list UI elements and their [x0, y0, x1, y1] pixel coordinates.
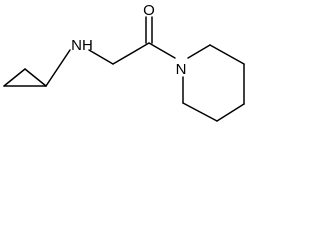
- cyclopropyl-bond-1: [3, 68, 26, 87]
- nh-to-methylene-bond: [88, 49, 114, 65]
- amide-nitrogen-label: N: [176, 61, 187, 78]
- cyclopropyl-ring: [3, 68, 47, 87]
- carbonyl-double-bond: [145, 16, 153, 44]
- amine-nitrogen-label: NH: [71, 37, 93, 54]
- carbonyl-to-n-bond: [148, 42, 176, 59]
- chemical-structure-canvas: O N NH: [0, 0, 255, 132]
- oxygen-atom-label: O: [143, 2, 155, 19]
- chemical-structure-svg: O N NH: [3, 2, 245, 122]
- methylene-to-carbonyl-bond: [112, 42, 150, 65]
- piperidine-ring: [182, 44, 245, 122]
- cyclopropyl-to-nh-bond: [45, 49, 71, 87]
- cyclopropyl-bond-2: [24, 68, 47, 87]
